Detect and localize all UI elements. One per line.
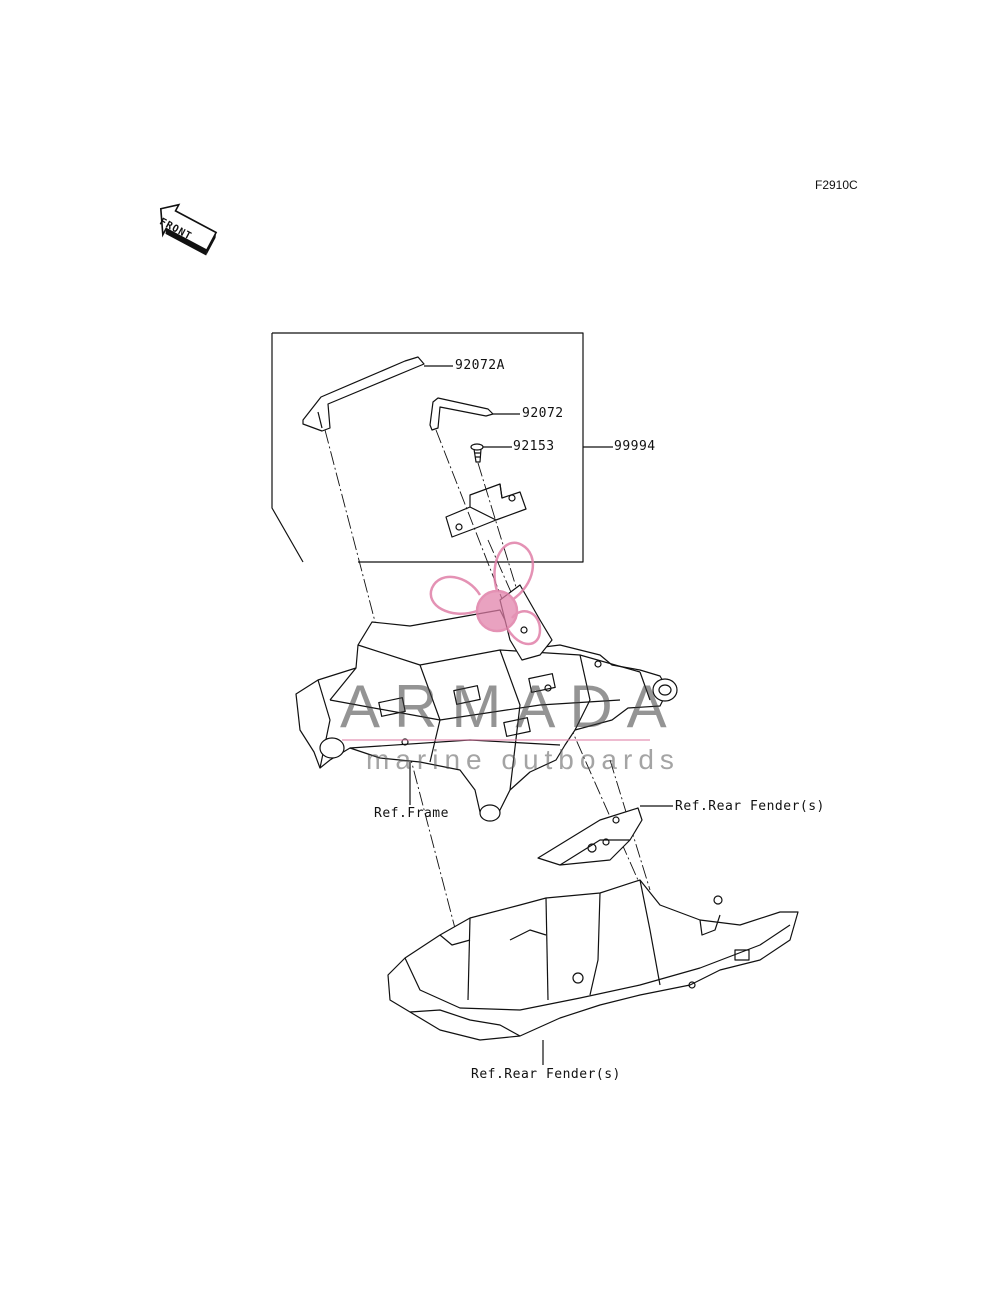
front-arrow-icon: FRONT	[148, 200, 218, 266]
fender-bracket	[537, 807, 643, 866]
watermark-tagline: marine outboards	[366, 744, 680, 775]
part-label-92153: 92153	[513, 439, 555, 454]
part-label-99994: 99994	[614, 439, 656, 454]
figure-code: F2910C	[815, 178, 858, 192]
watermark-brand: ARMADA	[340, 673, 681, 740]
rear-fender	[387, 879, 799, 1041]
part-label-92072: 92072	[522, 406, 564, 421]
bracket	[445, 483, 527, 538]
strap-92072a	[302, 356, 425, 432]
bolt-92153	[470, 443, 484, 463]
ref-rear-fender-upper-label: Ref.Rear Fender(s)	[675, 799, 825, 814]
ref-rear-fender-lower-label: Ref.Rear Fender(s)	[471, 1067, 621, 1082]
ref-frame-label: Ref.Frame	[374, 806, 449, 821]
strap-92072	[429, 397, 494, 431]
watermark-propeller-icon	[429, 541, 542, 646]
part-label-92072a: 92072A	[455, 358, 505, 373]
